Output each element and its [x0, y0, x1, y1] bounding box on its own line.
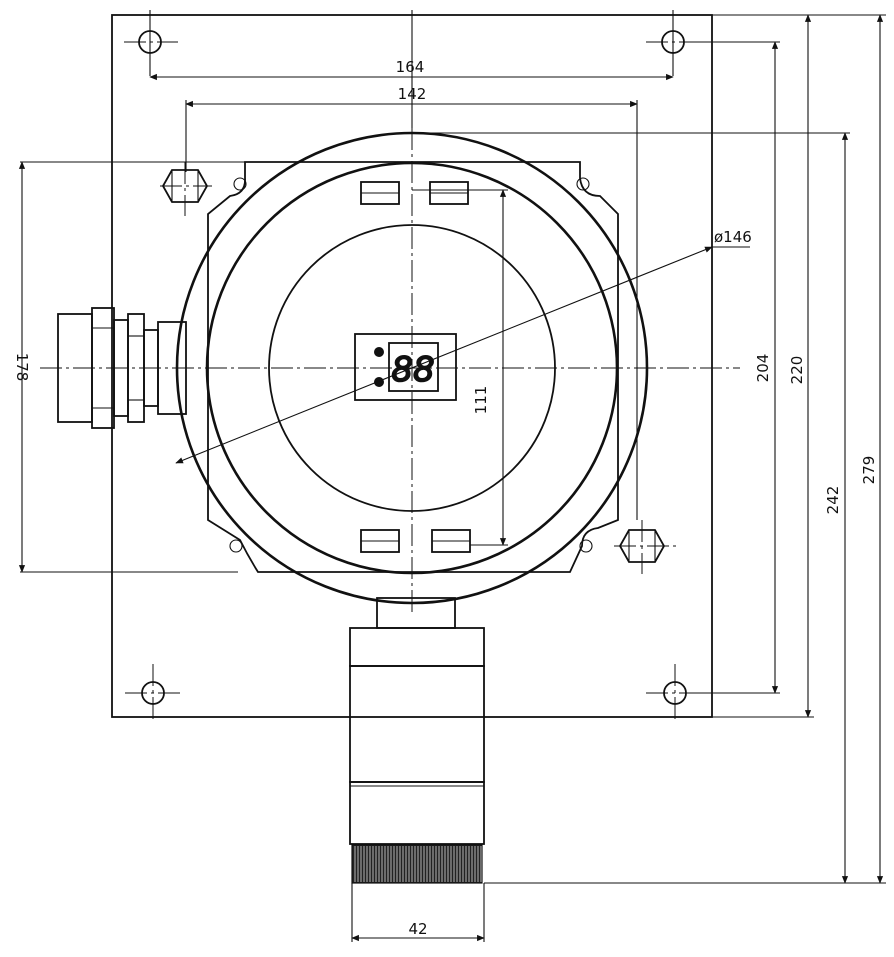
svg-text:ø146: ø146: [714, 228, 752, 246]
hex-nut-lower-right: [614, 520, 680, 574]
mounting-hole-top-right: [646, 10, 700, 76]
svg-text:279: 279: [860, 456, 878, 485]
dimension-220: 220: [788, 14, 812, 718]
svg-text:204: 204: [754, 354, 772, 383]
display-digits: 88: [391, 350, 434, 390]
mounting-hole-bottom-left: [125, 664, 183, 722]
svg-text:42: 42: [408, 920, 427, 938]
hex-nut-upper-left: [160, 162, 212, 216]
indicator-led-lower: [374, 377, 384, 387]
indicator-led-upper: [374, 347, 384, 357]
dimension-142: 142: [185, 85, 638, 108]
svg-text:164: 164: [396, 58, 425, 76]
dimension-242: 242: [824, 132, 849, 884]
dimension-111: 111: [472, 189, 507, 546]
dimension-164: 164: [149, 58, 674, 81]
mounting-hole-top-left: [124, 10, 178, 76]
sensor-knurled-cap: [351, 844, 483, 884]
sensor-housing: [349, 627, 485, 845]
svg-text:220: 220: [788, 356, 806, 385]
slot-bottom-left: [360, 529, 400, 553]
slot-bottom-right: [431, 529, 471, 553]
dimension-279: 279: [814, 14, 886, 884]
dimension-diameter-146: ø146: [175, 228, 752, 464]
dimension-204: 204: [754, 41, 779, 694]
svg-text:142: 142: [398, 85, 427, 103]
slot-top-left: [360, 181, 400, 205]
svg-text:111: 111: [472, 386, 490, 415]
dimension-178: 178: [13, 161, 31, 573]
dimension-42: 42: [351, 920, 485, 942]
enclosure-body: [207, 161, 619, 573]
slot-top-right: [429, 181, 469, 205]
svg-text:242: 242: [824, 486, 842, 515]
svg-text:178: 178: [13, 353, 31, 382]
digital-display: 88: [354, 333, 457, 401]
